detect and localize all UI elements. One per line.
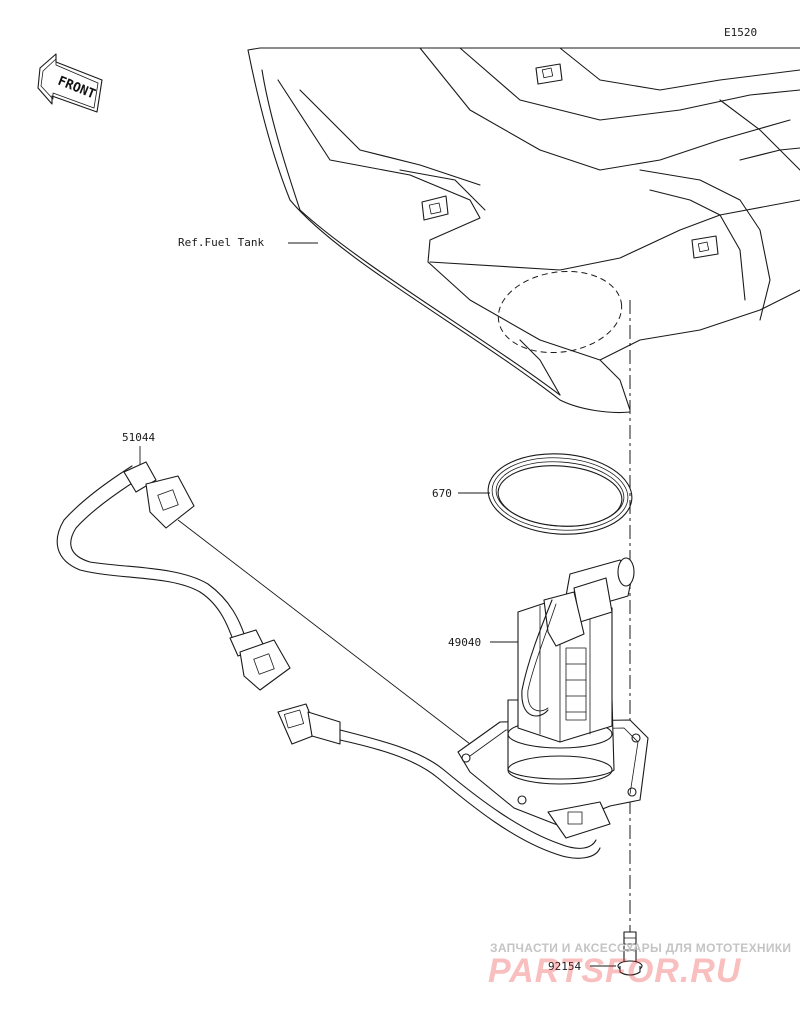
hose-assembly [56,461,471,745]
label-bolt: 92154 [548,960,581,973]
watermark-subtitle: ЗАПЧАСТИ И АКСЕССУАРЫ ДЛЯ МОТОТЕХНИКИ [490,941,791,955]
label-fuel-pump: 49040 [448,636,481,649]
fuel-tank-outline [247,47,800,413]
watermark-brand: PARTSFOR.RU [488,952,742,990]
diagram-code: E1520 [724,26,757,39]
gasket-ring [487,453,633,535]
fuel-pump-assembly [457,557,649,839]
front-arrow: FRONT [37,53,103,113]
bolt [617,931,643,976]
label-hose-assembly: 51044 [122,431,155,444]
label-fuel-tank: Ref.Fuel Tank [178,236,264,249]
label-gasket: 670 [432,487,452,500]
pump-wire-harness [277,703,601,859]
